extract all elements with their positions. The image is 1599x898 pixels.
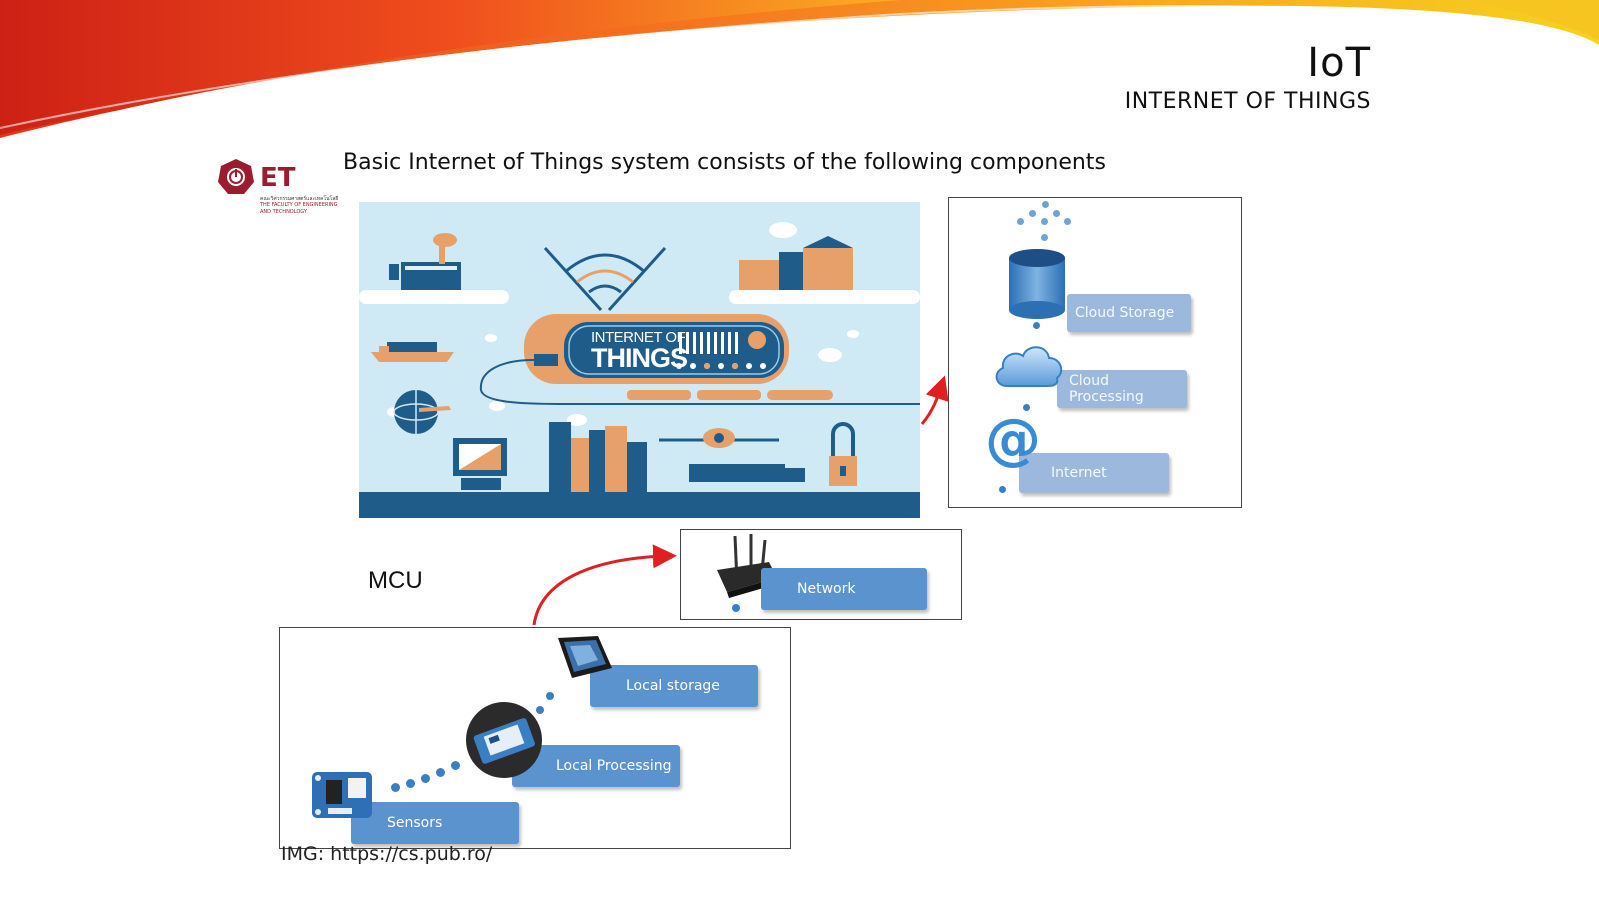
connector-dot [436, 768, 445, 777]
sensors-step: Sensors [351, 802, 519, 844]
connector-dot [546, 692, 554, 700]
mcu-label: MCU [368, 567, 423, 594]
decorative-swoosh [0, 0, 1599, 138]
network-panel: Network [680, 529, 962, 620]
local-storage-label: Local storage [626, 678, 720, 694]
network-step: Network [761, 568, 927, 610]
connector-dot [451, 761, 460, 770]
connector-dot [1033, 322, 1040, 329]
local-processing-step: Local Processing [512, 745, 680, 787]
connector-dot [1041, 234, 1048, 241]
processor-board-icon [464, 700, 544, 784]
database-icon [1007, 248, 1067, 324]
connector-dot [732, 604, 740, 612]
connector-dot [1042, 201, 1049, 208]
sensor-board-icon [308, 766, 376, 828]
network-label: Network [797, 581, 856, 597]
internet-label: Internet [1051, 465, 1107, 481]
connector-dot [1053, 210, 1060, 217]
connector-dot [1017, 218, 1024, 225]
cloud-panel: Cloud Storage Cloud Processing Internet … [948, 197, 1242, 508]
image-credit: IMG: https://cs.pub.ro/ [281, 843, 493, 865]
logo-line-2: THE FACULTY OF ENGINEERING [260, 202, 338, 208]
slide-heading: Basic Internet of Things system consists… [343, 150, 1106, 175]
connector-dot [1029, 210, 1036, 217]
sd-card-icon [550, 634, 614, 686]
connector-dot [1023, 404, 1030, 411]
connector-dot [536, 706, 544, 714]
cloud-storage-label: Cloud Storage [1075, 305, 1175, 321]
logo-letters: ET [260, 163, 296, 193]
local-processing-label: Local Processing [556, 758, 672, 774]
illustration-label-line2: THINGS [591, 343, 688, 373]
arrow-illustration-to-cloud [920, 375, 949, 425]
logo-line-3: AND TECHNOLOGY [260, 209, 307, 215]
iot-illustration: INTERNET OF THINGS [359, 202, 920, 518]
slide-subtitle: INTERNET OF THINGS [1124, 89, 1371, 114]
local-storage-step: Local storage [590, 665, 758, 707]
internet-step: Internet [1019, 453, 1169, 493]
cloud-icon [993, 338, 1065, 394]
at-sign-icon: @ [985, 407, 1041, 472]
connector-dot [421, 774, 430, 783]
connector-dot [999, 486, 1006, 493]
slide-title: IoT [1307, 40, 1371, 86]
faculty-logo: ET คณะวิศวกรรมศาสตร์และเทคโนโลยี THE FAC… [218, 157, 348, 223]
sensors-label: Sensors [387, 815, 443, 831]
connector-dot [1041, 218, 1048, 225]
mcu-panel: Local storage Local Processing Sensors [279, 627, 791, 849]
cloud-processing-step: Cloud Processing [1057, 370, 1187, 408]
connector-dot [1064, 218, 1071, 225]
connector-dot [406, 779, 415, 788]
illustration-label-line1: INTERNET OF [591, 329, 686, 346]
connector-dot [391, 783, 400, 792]
cloud-processing-label: Cloud Processing [1069, 373, 1144, 405]
logo-thai-line: คณะวิศวกรรมศาสตร์และเทคโนโลยี [260, 196, 339, 202]
arrow-mcu-to-network [532, 544, 677, 626]
cloud-storage-step: Cloud Storage [1067, 294, 1191, 332]
